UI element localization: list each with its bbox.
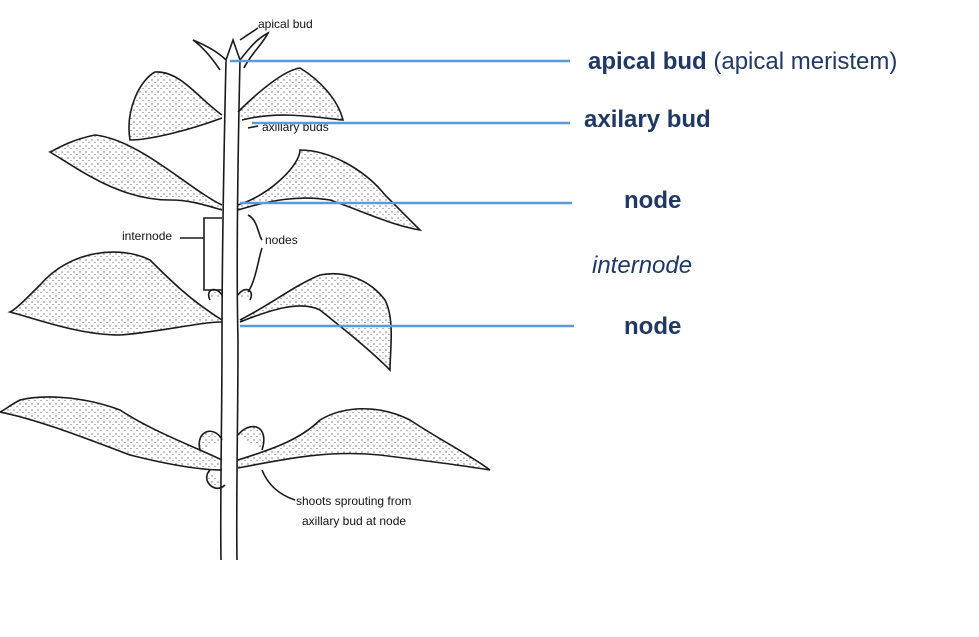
leaf-mid-right (237, 149, 423, 232)
callout-node-upper: node (624, 187, 681, 214)
leaf-top-right (237, 67, 345, 121)
plant-drawing (0, 27, 491, 561)
callout-apical-bud: apical bud (apical meristem) (588, 48, 897, 75)
nodes-bracket (247, 214, 263, 293)
callout-internode: internode (592, 252, 692, 279)
inner-label-nodes: nodes (265, 233, 298, 247)
main-stem (219, 59, 241, 561)
internode-bracket (203, 217, 222, 291)
callout-axilary-bud: axilary bud (584, 106, 711, 133)
leaf-bottom-right (237, 407, 491, 471)
pointer-lines (230, 59, 574, 328)
inner-label-shoots-line2: axillary bud at node (302, 514, 406, 528)
leaf-top-left (128, 71, 223, 141)
leaf-lower-left (7, 251, 223, 336)
callout-node-lower: node (624, 313, 681, 340)
apical-bud-shape (192, 31, 270, 71)
inner-label-shoots-line1: shoots sprouting from (296, 494, 411, 508)
node-shoots-lower (198, 425, 265, 490)
leaf-mid-left (48, 134, 223, 211)
inner-label-apical-bud: apical bud (258, 17, 313, 31)
inner-label-internode: internode (122, 229, 172, 243)
leaf-bottom-left (0, 396, 223, 471)
leaf-lower-right (239, 273, 393, 372)
node-buds-upper (207, 288, 253, 301)
